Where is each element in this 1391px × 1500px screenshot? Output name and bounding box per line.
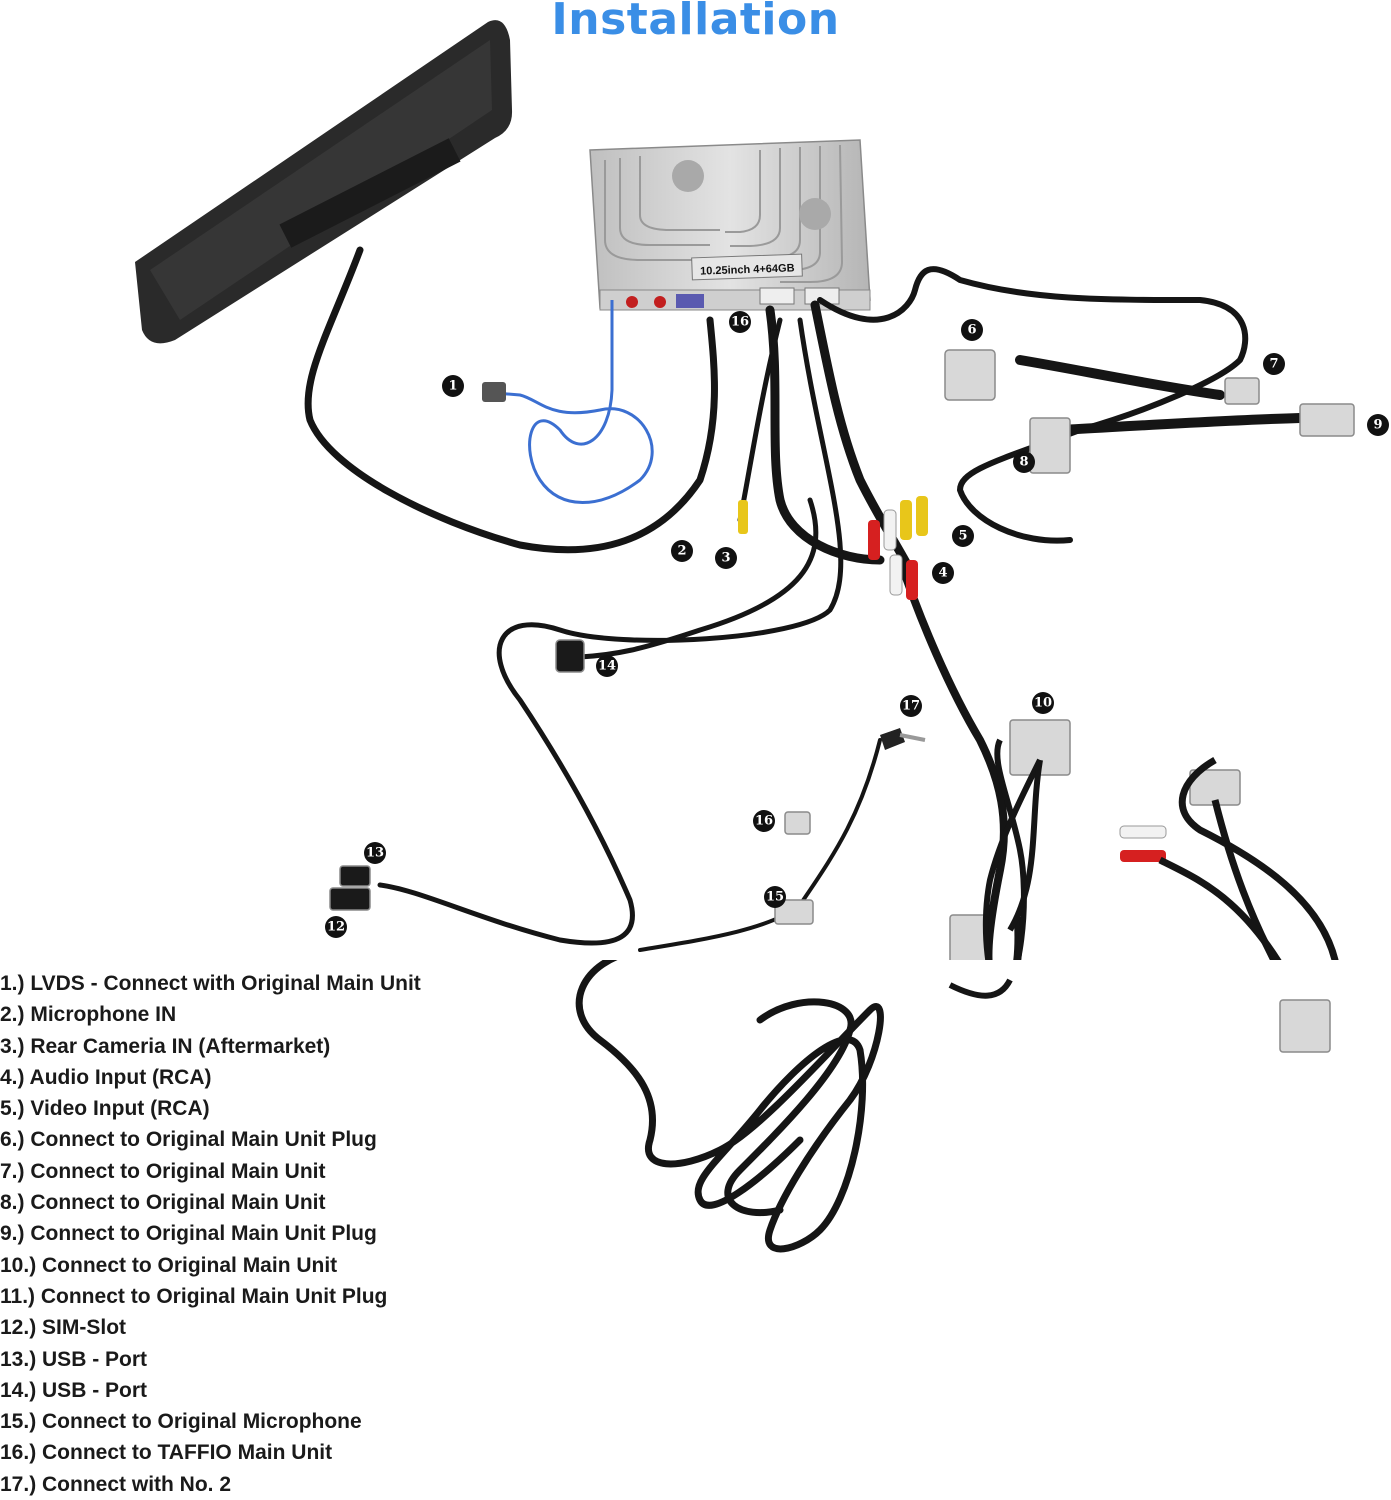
svg-text:5: 5 <box>958 529 967 544</box>
legend-item: 15.) Connect to Original Microphone <box>0 1410 362 1434</box>
marker-2: 2 <box>671 540 693 562</box>
rca-connectors <box>738 496 1167 862</box>
svg-text:12: 12 <box>327 920 345 935</box>
marker-10: 10 <box>1032 692 1054 714</box>
svg-text:10: 10 <box>1034 696 1052 711</box>
plug-housings <box>329 349 1355 960</box>
marker-17: 17 <box>900 695 922 717</box>
svg-text:6: 6 <box>967 323 976 338</box>
marker-5: 5 <box>952 525 974 547</box>
legend-item: 7.) Connect to Original Main Unit <box>0 1159 326 1183</box>
legend-item: 4.) Audio Input (RCA) <box>0 1065 212 1089</box>
marker-13: 13 <box>364 842 386 864</box>
marker-14: 14 <box>596 655 618 677</box>
page-title: Installation <box>551 0 840 45</box>
svg-text:13: 13 <box>366 846 384 861</box>
coiled-cable-lower <box>575 960 1331 1253</box>
marker-16-top: 16 <box>729 311 751 333</box>
installation-diagram: 10.25inch 4+64GB <box>135 20 1389 960</box>
lan-plug <box>482 382 506 402</box>
svg-text:7: 7 <box>1269 357 1278 372</box>
marker-3: 3 <box>715 547 737 569</box>
legend-item: 2.) Microphone IN <box>0 1003 177 1027</box>
marker-6: 6 <box>961 319 983 341</box>
legend-item: 3.) Rear Cameria IN (Aftermarket) <box>0 1034 331 1058</box>
legend-item: 10.) Connect to Original Main Unit <box>0 1253 338 1277</box>
marker-9: 9 <box>1367 414 1389 436</box>
main-unit-box: 10.25inch 4+64GB <box>589 139 871 311</box>
svg-text:9: 9 <box>1373 418 1382 433</box>
harness-aux <box>1158 756 1339 960</box>
legend-item: 6.) Connect to Original Main Unit Plug <box>0 1128 377 1152</box>
legend-item: 1.) LVDS - Connect with Original Main Un… <box>0 972 421 995</box>
svg-text:17: 17 <box>902 699 920 714</box>
marker-16-bottom: 16 <box>753 810 775 832</box>
marker-15: 15 <box>764 886 786 908</box>
jack-35mm <box>880 728 926 750</box>
harness-10-11 <box>982 738 1043 960</box>
svg-text:3: 3 <box>721 551 730 566</box>
svg-text:4: 4 <box>938 566 947 581</box>
marker-12: 12 <box>325 916 347 938</box>
legend-item: 17.) Connect with No. 2 <box>0 1472 232 1496</box>
unit-model-label: 10.25inch 4+64GB <box>700 262 795 277</box>
lan-cable <box>494 300 654 504</box>
marker-7: 7 <box>1263 353 1285 375</box>
marker-8: 8 <box>1013 451 1035 473</box>
legend-item: 13.) USB - Port <box>0 1347 148 1371</box>
svg-text:1: 1 <box>448 379 457 394</box>
legend-item: 11.) Connect to Original Main Unit Plug <box>0 1284 388 1308</box>
svg-text:16: 16 <box>755 814 773 829</box>
svg-text:15: 15 <box>766 890 784 905</box>
svg-text:16: 16 <box>731 315 749 330</box>
legend-list: 1.) LVDS - Connect with Original Main Un… <box>0 968 421 1500</box>
display-screen <box>135 20 513 344</box>
number-markers: 1 2 3 4 5 6 7 8 9 10 11 12 13 14 15 16 1… <box>325 311 1389 938</box>
legend-item: 9.) Connect to Original Main Unit Plug <box>0 1222 377 1246</box>
legend-item: 14.) USB - Port <box>0 1378 148 1402</box>
marker-1: 1 <box>442 375 464 397</box>
marker-4: 4 <box>932 562 954 584</box>
svg-text:14: 14 <box>598 659 616 674</box>
legend-item: 8.) Connect to Original Main Unit <box>0 1191 326 1215</box>
legend-item: 5.) Video Input (RCA) <box>0 1097 210 1121</box>
svg-text:8: 8 <box>1019 455 1028 470</box>
legend-item: 12.) SIM-Slot <box>0 1316 127 1340</box>
legend-item: 16.) Connect to TAFFIO Main Unit <box>0 1441 333 1465</box>
svg-text:2: 2 <box>677 544 686 559</box>
